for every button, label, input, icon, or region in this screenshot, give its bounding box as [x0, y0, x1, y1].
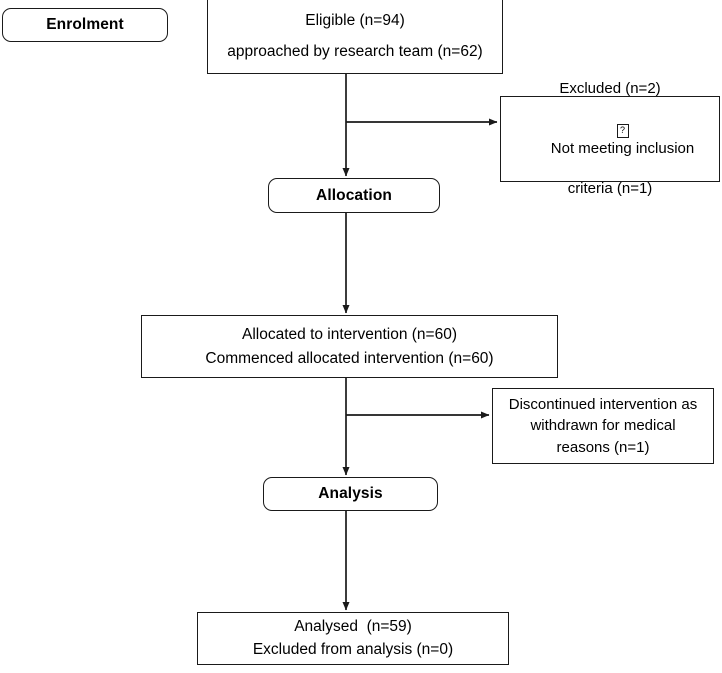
node-discontinued-line2: withdrawn for medical	[530, 417, 676, 435]
node-analysed-line1: Analysed (n=59)	[294, 618, 412, 636]
stage-label-allocation: Allocation	[268, 178, 440, 213]
stage-enrolment-text: Enrolment	[46, 16, 124, 34]
node-discontinued-line3: reasons (n=1)	[556, 438, 650, 456]
node-eligible-line2: approached by research team (n=62)	[227, 42, 483, 60]
stage-analysis-text: Analysis	[318, 485, 383, 503]
node-analysed-line2: Excluded from analysis (n=0)	[252, 640, 454, 658]
node-allocated: Allocated to intervention (n=60) Commenc…	[141, 315, 558, 378]
node-excluded-line3: criteria (n=1)	[567, 179, 653, 197]
stage-allocation-text: Allocation	[316, 186, 392, 204]
node-excluded-line1: Excluded (n=2)	[559, 80, 661, 98]
node-eligible: Eligible (n=94) approached by research t…	[207, 0, 503, 74]
node-allocated-line2: Commenced allocated intervention (n=60)	[205, 349, 494, 367]
node-discontinued: Discontinued intervention as withdrawn f…	[492, 388, 714, 464]
stage-label-enrolment: Enrolment	[2, 8, 168, 42]
stage-label-analysis: Analysis	[263, 477, 438, 511]
node-excluded-bullet-row: ? Not meeting inclusion	[526, 99, 694, 179]
node-allocated-line1: Allocated to intervention (n=60)	[242, 326, 457, 344]
node-eligible-line1: Eligible (n=94)	[305, 12, 405, 30]
node-excluded-line2: Not meeting inclusion	[550, 140, 695, 157]
node-excluded: Excluded (n=2) ? Not meeting inclusion c…	[500, 80, 720, 197]
node-analysed: Analysed (n=59) Excluded from analysis (…	[197, 612, 509, 665]
missing-glyph-bullet-icon: ?	[616, 124, 629, 139]
node-discontinued-line1: Discontinued intervention as	[508, 396, 698, 414]
